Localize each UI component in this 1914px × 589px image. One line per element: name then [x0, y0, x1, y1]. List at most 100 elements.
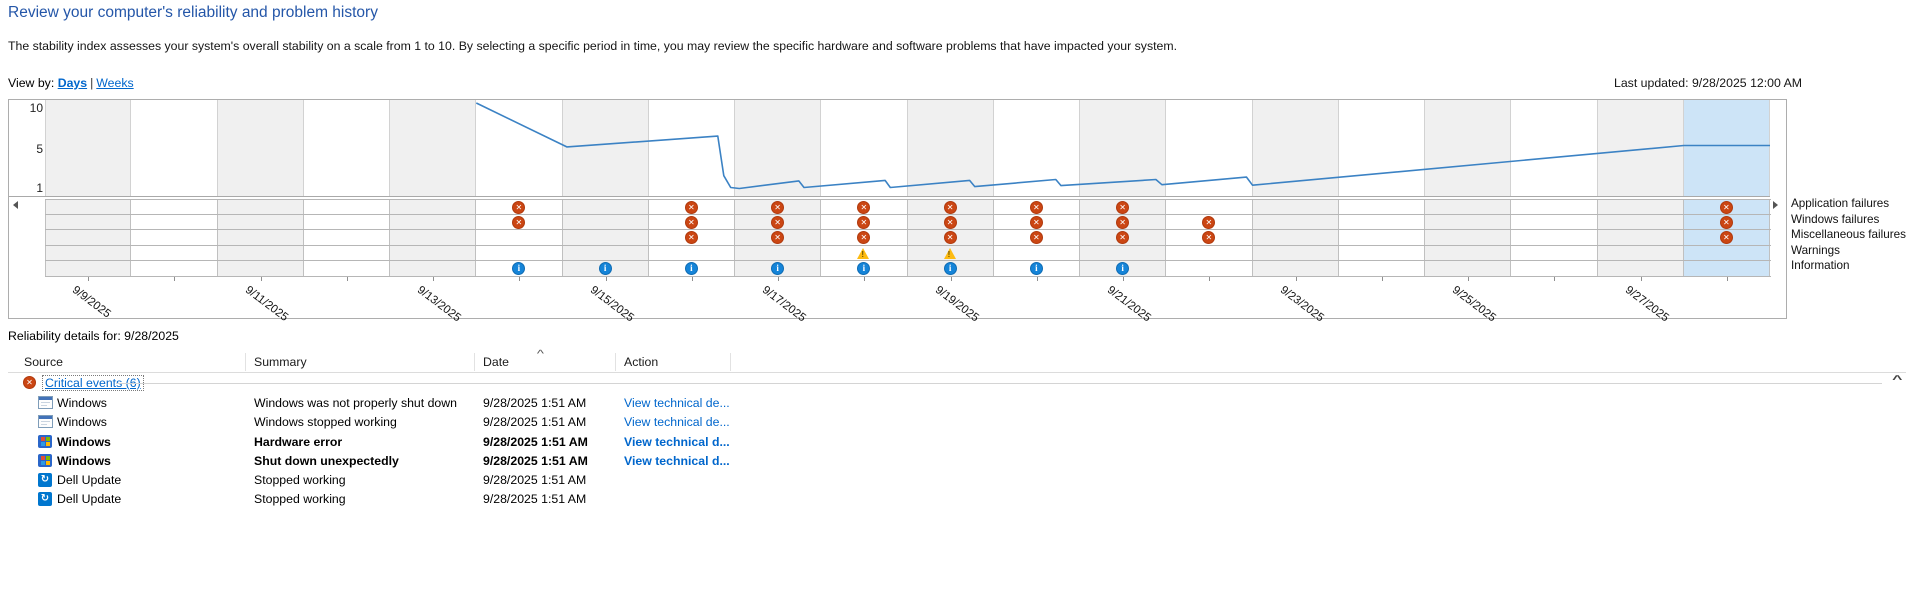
event-cell[interactable]: ✕ [735, 200, 822, 214]
day-column-9/11/2025[interactable] [217, 100, 304, 196]
day-column-9/13/2025[interactable] [390, 100, 477, 196]
group-collapse-icon[interactable]: ^ [1891, 374, 1902, 386]
event-cell[interactable] [562, 245, 649, 261]
event-cell[interactable]: i [821, 261, 908, 276]
event-cell[interactable] [1252, 261, 1339, 276]
event-cell[interactable] [1597, 230, 1684, 245]
event-cell[interactable] [1597, 200, 1684, 214]
view-by-days-link[interactable]: Days [57, 76, 88, 90]
event-cell[interactable] [131, 214, 218, 230]
event-cell[interactable] [735, 245, 822, 261]
event-cell[interactable] [45, 245, 132, 261]
event-cell[interactable]: i [649, 261, 735, 276]
event-cell[interactable] [217, 261, 304, 276]
view-technical-details-link[interactable]: View technical d... [624, 453, 730, 468]
event-cell[interactable] [562, 200, 649, 214]
view-by-weeks-link[interactable]: Weeks [96, 76, 134, 90]
event-cell[interactable]: ✕ [476, 214, 563, 230]
event-cell[interactable] [1511, 214, 1598, 230]
event-cell[interactable]: ✕ [1166, 230, 1253, 245]
event-cell[interactable]: ✕ [1166, 214, 1253, 230]
event-cell[interactable] [1425, 214, 1512, 230]
event-cell[interactable] [45, 200, 132, 214]
event-cell[interactable] [45, 230, 132, 245]
event-cell[interactable]: ✕ [1683, 230, 1770, 245]
event-cell[interactable] [1425, 261, 1512, 276]
event-cell[interactable] [1339, 214, 1425, 230]
day-column-9/28/2025[interactable] [1683, 100, 1770, 196]
event-cell[interactable] [1252, 245, 1339, 261]
event-cell[interactable] [476, 230, 563, 245]
event-cell[interactable] [390, 261, 477, 276]
event-cell[interactable] [1511, 261, 1598, 276]
event-cell[interactable] [649, 245, 735, 261]
day-column-9/17/2025[interactable] [735, 100, 822, 196]
event-cell[interactable]: ✕ [1683, 200, 1770, 214]
event-cell[interactable] [1597, 245, 1684, 261]
event-cell[interactable] [1425, 200, 1512, 214]
event-cell[interactable] [217, 230, 304, 245]
event-cell[interactable] [1339, 200, 1425, 214]
event-cell[interactable] [1511, 230, 1598, 245]
event-cell[interactable] [131, 245, 218, 261]
day-column-9/20/2025[interactable] [994, 100, 1080, 196]
event-cell[interactable]: ! [821, 245, 908, 261]
day-column-9/15/2025[interactable] [562, 100, 649, 196]
view-technical-details-link[interactable]: View technical de... [624, 415, 730, 430]
event-cell[interactable] [1252, 214, 1339, 230]
chart-scroll-right-icon[interactable] [1773, 201, 1778, 209]
event-cell[interactable]: ✕ [649, 214, 735, 230]
event-cell[interactable] [1511, 245, 1598, 261]
event-cell[interactable] [304, 261, 390, 276]
event-cell[interactable] [1252, 230, 1339, 245]
day-column-9/18/2025[interactable] [821, 100, 908, 196]
event-cell[interactable]: ✕ [821, 230, 908, 245]
day-column-9/25/2025[interactable] [1425, 100, 1512, 196]
event-cell[interactable] [1166, 200, 1253, 214]
event-cell[interactable] [1252, 200, 1339, 214]
event-cell[interactable] [390, 200, 477, 214]
event-cell[interactable] [1597, 214, 1684, 230]
chart-scroll-left-icon[interactable] [13, 201, 18, 209]
event-cell[interactable]: ✕ [821, 214, 908, 230]
day-column-9/22/2025[interactable] [1166, 100, 1253, 196]
event-cell[interactable] [45, 214, 132, 230]
event-cell[interactable] [1166, 261, 1253, 276]
day-column-9/19/2025[interactable] [907, 100, 994, 196]
event-cell[interactable]: ✕ [1683, 214, 1770, 230]
column-header-date[interactable]: Date [483, 355, 509, 369]
day-column-9/14/2025[interactable] [476, 100, 563, 196]
day-column-9/26/2025[interactable] [1511, 100, 1598, 196]
event-cell[interactable]: ✕ [1080, 214, 1167, 230]
event-cell[interactable]: ✕ [821, 200, 908, 214]
column-header-source[interactable]: Source [24, 355, 63, 369]
event-cell[interactable] [1425, 230, 1512, 245]
event-cell[interactable]: ✕ [476, 200, 563, 214]
event-cell[interactable] [304, 245, 390, 261]
event-cell[interactable] [562, 214, 649, 230]
event-cell[interactable] [1080, 245, 1167, 261]
event-cell[interactable]: ✕ [907, 200, 994, 214]
event-cell[interactable]: ✕ [735, 230, 822, 245]
stability-plot[interactable] [9, 100, 1770, 197]
event-cell[interactable]: ✕ [735, 214, 822, 230]
day-column-9/21/2025[interactable] [1080, 100, 1167, 196]
event-cell[interactable] [304, 214, 390, 230]
column-header-action[interactable]: Action [624, 355, 659, 369]
event-cell[interactable]: ✕ [907, 214, 994, 230]
day-column-9/27/2025[interactable] [1597, 100, 1684, 196]
event-cell[interactable] [1339, 230, 1425, 245]
event-cell[interactable] [390, 230, 477, 245]
event-cell[interactable]: i [907, 261, 994, 276]
event-cell[interactable] [1339, 245, 1425, 261]
event-cell[interactable] [994, 245, 1080, 261]
event-cell[interactable]: i [735, 261, 822, 276]
